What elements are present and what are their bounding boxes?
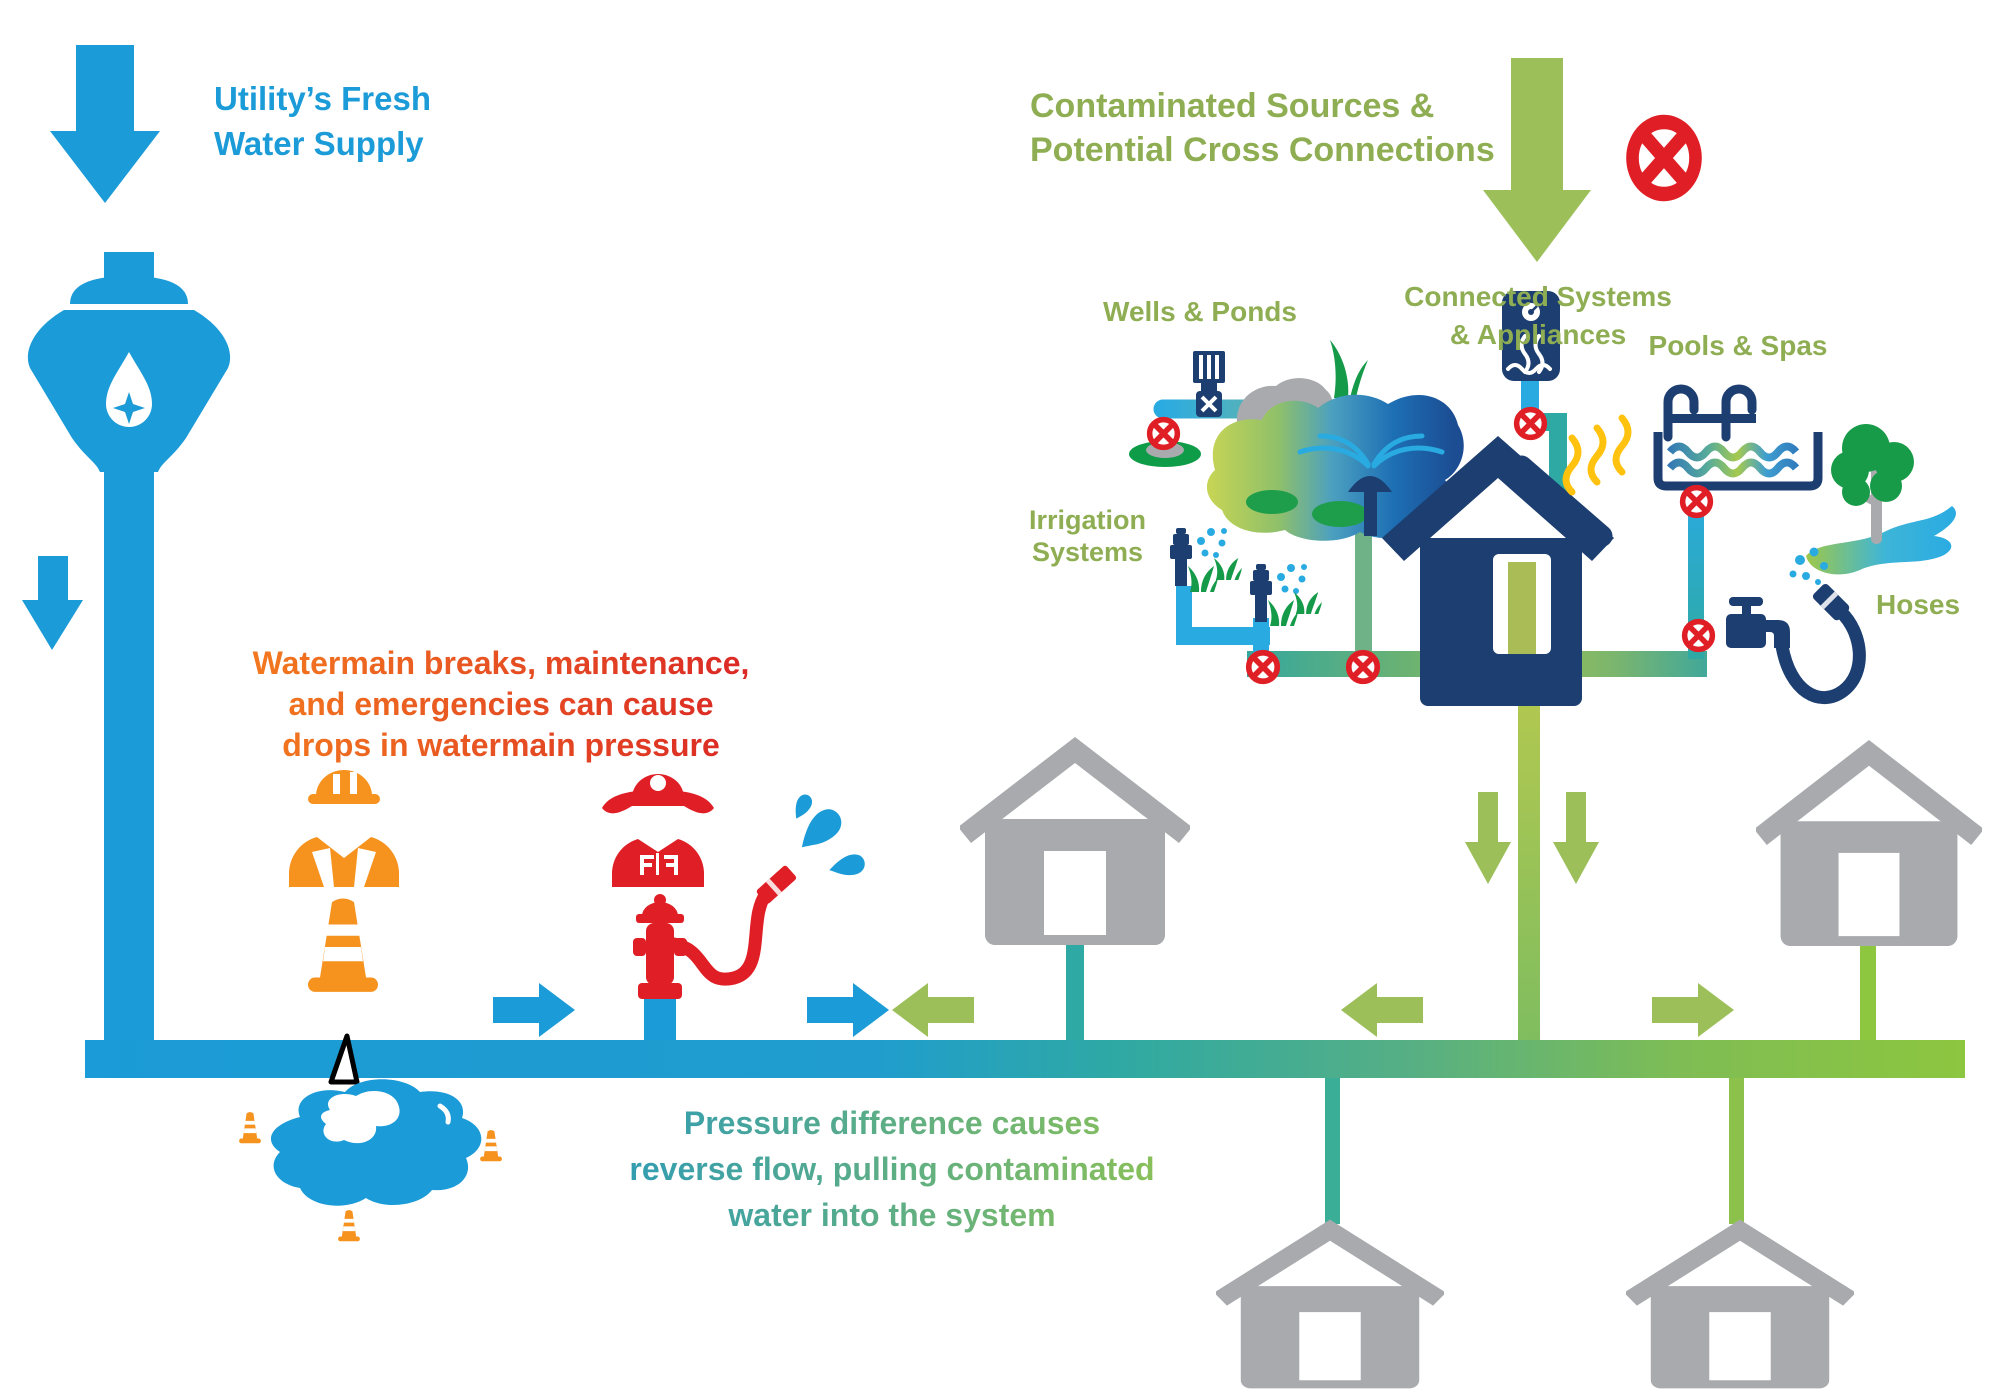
label-line: reverse flow, pulling contaminated [629, 1151, 1155, 1187]
fire-hose-icon [667, 887, 773, 986]
sprinkler-icon [1250, 564, 1272, 622]
contaminated-arrow-icon [1483, 58, 1591, 262]
label-hoses: Hoses [1876, 589, 1961, 620]
prohibition-icon [1633, 122, 1696, 194]
roof-pipe-icon [1510, 455, 1613, 548]
label-line: Connected Systems [1404, 281, 1672, 312]
label-line: Systems [1031, 537, 1144, 567]
backflow-left-arrow-icon [1341, 983, 1423, 1037]
well-valve-prohibition-icon [1150, 420, 1178, 448]
water-supply-icon [27, 252, 231, 472]
heat-waves-icon [1562, 414, 1632, 496]
label-line: Irrigation [1028, 505, 1146, 535]
tree-icon [1831, 424, 1914, 544]
house-service-pipe [1325, 1076, 1340, 1224]
hydrant-riser-pipe [644, 998, 676, 1042]
label-watermain-note: Watermain breaks, maintenance, and emerg… [196, 643, 806, 766]
sprinkler-spray-icon [1197, 528, 1307, 594]
lily-pad-icon [1312, 501, 1368, 527]
pool-valve-prohibition-icon [1683, 488, 1711, 516]
label-line: Contaminated Sources & [1030, 87, 1435, 125]
contaminated-riser-pipe [1518, 660, 1540, 1044]
supply-riser-pipe [104, 470, 154, 1044]
label-line: Pressure difference causes [683, 1105, 1101, 1141]
cone-icon [308, 898, 378, 992]
grass-icon [1214, 558, 1242, 580]
grass-icon [1294, 592, 1322, 614]
irrigation-pipe [1176, 586, 1192, 636]
grass-icon [1330, 340, 1368, 398]
irrigation-valve-prohibition-icon [1249, 653, 1278, 682]
backflow-left-arrow-icon [892, 983, 974, 1037]
flow-arrows [22, 45, 1734, 1037]
heater-valve-prohibition-icon [1517, 410, 1545, 438]
backflow-down-arrow-icon [1465, 792, 1511, 884]
label-line: Potential Cross Connections [1030, 131, 1495, 169]
label-pools-spas: Pools & Spas [1648, 330, 1828, 361]
pond-scene [1129, 340, 1464, 541]
faucet-hose-icon [1726, 547, 1866, 705]
pond-pipe [1355, 528, 1372, 668]
flow-right-arrow-icon [807, 983, 889, 1037]
pipe-crack-icon [328, 1033, 360, 1085]
label-wells-ponds: Wells & Ponds [1103, 296, 1297, 327]
fountain-icon [1297, 433, 1445, 536]
house-icon [1626, 1219, 1854, 1389]
irrigation-pipe [1176, 627, 1270, 645]
label-utility-fresh-water: Utility’s Fresh Water Supply [214, 76, 431, 166]
irrigation-scene [1170, 528, 1322, 626]
pond-valve-prohibition-icon [1349, 653, 1378, 682]
label-connected-systems: Connected Systems & Appliances [1386, 278, 1690, 354]
house-service-pipe [1860, 944, 1876, 1044]
pool-pipe [1688, 487, 1704, 659]
supply-arrow-icon [50, 45, 160, 203]
sparkle-icon [113, 392, 145, 424]
grass-icon [1188, 566, 1218, 592]
label-line: drops in watermain pressure [282, 727, 720, 763]
irrigation-pipe [1253, 618, 1269, 660]
backflow-down-arrow-icon [1553, 792, 1599, 884]
leak-puddle-icon [270, 1079, 482, 1206]
well-pump-icon [1193, 351, 1225, 417]
label-line: Watermain breaks, maintenance, [252, 645, 750, 681]
supply-flow-arrow-icon [22, 556, 83, 650]
pool-waves-icon [1666, 442, 1800, 478]
hose-scene [1726, 424, 1956, 705]
pool-icon [1653, 384, 1823, 491]
navy-house-icon [1382, 414, 1632, 706]
label-line: water into the system [728, 1197, 1056, 1233]
label-irrigation-systems: Irrigation Systems [985, 504, 1190, 568]
watermain-pipe [85, 1040, 1965, 1078]
label-line: Utility’s Fresh [214, 80, 431, 117]
hose-spray-icon [1789, 547, 1828, 585]
water-heater-icon [1502, 291, 1560, 381]
label-line: and emergencies can cause [288, 686, 714, 722]
water-drop-icon [789, 791, 816, 822]
label-contaminated-sources: Contaminated Sources & Potential Cross C… [1030, 84, 1495, 172]
firefighter-icon [602, 774, 714, 887]
house-icon [1756, 739, 1982, 947]
cone-icon [239, 1112, 261, 1144]
grass-icon [1268, 600, 1298, 626]
flow-right-arrow-icon [493, 983, 575, 1037]
house-icon [1216, 1219, 1444, 1389]
label-line: Water Supply [214, 125, 424, 162]
water-drop-icon [827, 852, 867, 879]
label-pressure-note: Pressure difference causes reverse flow,… [588, 1100, 1196, 1238]
backflow-right-arrow-icon [1652, 983, 1734, 1037]
label-line: & Appliances [1449, 319, 1627, 350]
faucet-valve-prohibition-icon [1685, 622, 1713, 650]
worker-icon [289, 770, 399, 887]
house-icon [960, 737, 1190, 945]
cone-icon [480, 1130, 502, 1162]
hydrant-icon [633, 791, 867, 999]
house-service-pipe [1066, 944, 1084, 1044]
house-service-pipe [1729, 1076, 1744, 1224]
cone-icon [338, 1210, 360, 1242]
lily-pad-icon [1246, 490, 1298, 514]
